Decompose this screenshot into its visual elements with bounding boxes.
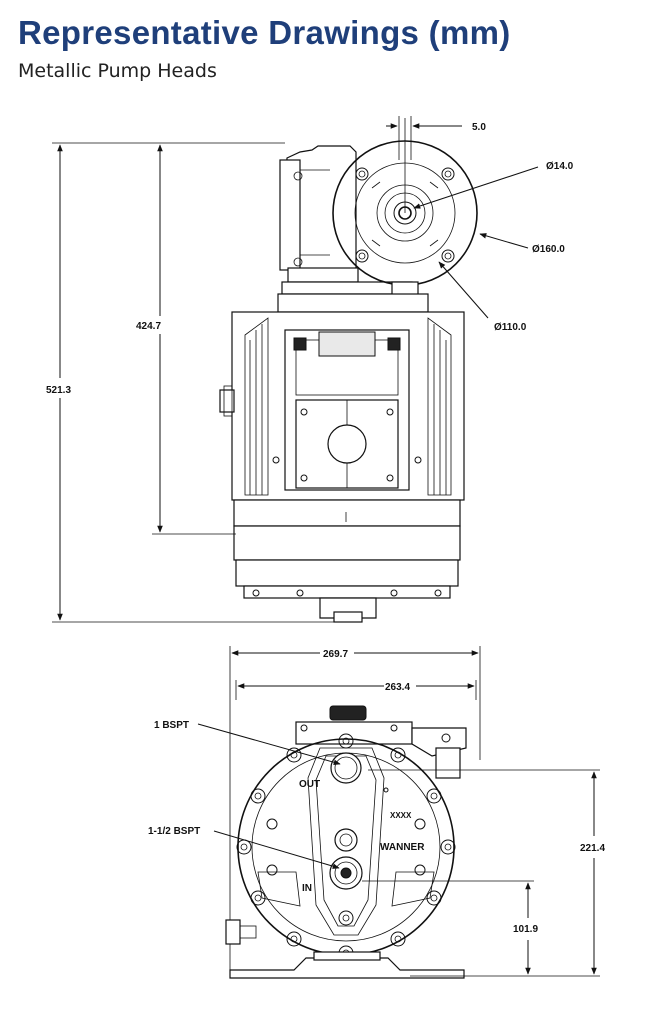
pump-head: OUT IN XXXX WANNER <box>236 733 456 961</box>
adapter-plate <box>277 293 429 313</box>
dimension-offset: 5.0 <box>386 116 486 160</box>
leader-flange-dia: Ø160.0 <box>479 233 565 255</box>
dim-shaft-dia-label: Ø14.0 <box>546 161 574 172</box>
dim-offset-label: 5.0 <box>472 122 486 133</box>
leader-outlet: 1 BSPT <box>154 720 341 765</box>
leader-inlet: 1-1/2 BSPT <box>148 826 340 869</box>
dimension-total-width: 269.7 <box>229 646 481 976</box>
dim-total-height-label: 521.3 <box>46 385 71 396</box>
mark-brand: WANNER <box>380 842 425 853</box>
mark-model: XXXX <box>390 811 412 820</box>
page-title: Representative Drawings (mm) <box>18 14 511 51</box>
label-inlet: 1-1/2 BSPT <box>148 826 200 837</box>
dimension-inlet-height: 101.9 <box>362 880 538 975</box>
dimension-body-width: 263.4 <box>235 680 477 700</box>
mark-in: IN <box>302 883 312 894</box>
dim-outlet-height-label: 221.4 <box>580 843 605 854</box>
base-foot <box>229 951 465 979</box>
page-subtitle: Metallic Pump Heads <box>18 60 217 82</box>
dim-inlet-height-label: 101.9 <box>513 924 538 935</box>
motor-flange <box>332 118 478 297</box>
gearbox-housing <box>279 145 413 295</box>
dimension-body-height: 424.7 <box>136 144 236 535</box>
side-fitting <box>225 919 257 945</box>
dimension-total-height: 521.3 <box>46 142 345 623</box>
mark-out: OUT <box>299 779 320 790</box>
leader-bolt-circle: Ø110.0 <box>438 261 527 333</box>
pump-manifold <box>233 499 461 623</box>
pump-body <box>219 311 465 501</box>
dimension-outlet-height: 221.4 <box>368 769 605 977</box>
dim-total-width-label: 269.7 <box>323 649 348 660</box>
dim-flange-dia-label: Ø160.0 <box>532 244 565 255</box>
dim-body-width-label: 263.4 <box>385 682 410 693</box>
leader-shaft-dia: Ø14.0 <box>413 161 574 209</box>
bottom-view: 269.7 263.4 <box>148 646 605 979</box>
dim-body-height-label: 424.7 <box>136 321 161 332</box>
mount-bracket <box>295 705 467 779</box>
label-outlet: 1 BSPT <box>154 720 189 731</box>
top-view: 521.3 424.7 5.0 Ø14.0 Ø160.0 Ø11 <box>46 116 574 623</box>
dim-bolt-circle-label: Ø110.0 <box>494 322 527 333</box>
